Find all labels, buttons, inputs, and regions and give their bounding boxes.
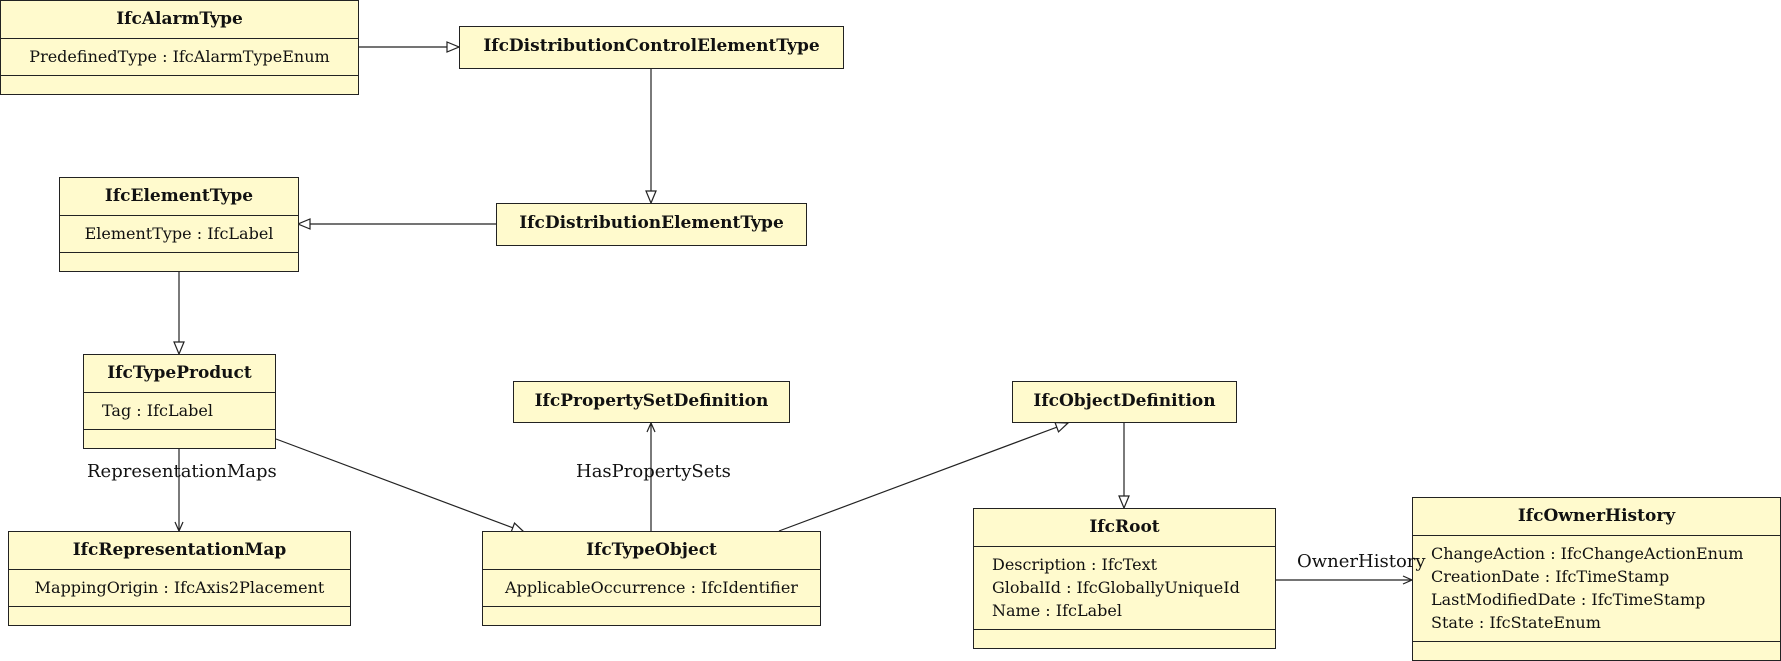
class-name: IfcTypeProduct [107,363,252,383]
attribute: GlobalId : IfcGloballyUniqueId [992,578,1240,597]
attribute: State : IfcStateEnum [1431,613,1601,632]
class-ifc-object-definition: IfcObjectDefinition [1012,381,1237,423]
generalization-typeobject-to-objectdefinition [778,423,1068,532]
class-name: IfcDistributionControlElementType [483,36,820,56]
class-ifc-distribution-element-type: IfcDistributionElementType [496,203,807,246]
operations-compartment [60,252,298,270]
class-ifc-property-set-definition: IfcPropertySetDefinition [513,381,790,423]
attribute: Tag : IfcLabel [84,392,275,429]
class-name: IfcObjectDefinition [1033,391,1216,411]
class-ifc-root: IfcRoot Description : IfcText GlobalId :… [973,508,1276,649]
class-ifc-type-product: IfcTypeProduct Tag : IfcLabel [83,354,276,449]
class-name: IfcPropertySetDefinition [534,391,769,411]
attributes-compartment: Description : IfcText GlobalId : IfcGlob… [974,546,1275,629]
class-name: IfcRoot [1089,517,1160,537]
class-name: IfcAlarmType [116,9,243,29]
generalization-typeproduct-to-typeobject [275,438,524,532]
class-ifc-distribution-control-element-type: IfcDistributionControlElementType [459,26,844,69]
association-label-representation-maps: RepresentationMaps [87,461,277,482]
class-ifc-type-object: IfcTypeObject ApplicableOccurrence : Ifc… [482,531,821,626]
attribute: MappingOrigin : IfcAxis2Placement [9,569,350,606]
operations-compartment [1,75,358,93]
class-ifc-representation-map: IfcRepresentationMap MappingOrigin : Ifc… [8,531,351,626]
class-name: IfcRepresentationMap [72,540,287,560]
attribute: ApplicableOccurrence : IfcIdentifier [483,569,820,606]
operations-compartment [84,429,275,447]
association-label-owner-history: OwnerHistory [1297,551,1426,572]
attribute: PredefinedType : IfcAlarmTypeEnum [1,38,358,75]
attribute: Description : IfcText [992,555,1158,574]
operations-compartment [483,606,820,624]
class-ifc-element-type: IfcElementType ElementType : IfcLabel [59,177,299,272]
attributes-compartment: ChangeAction : IfcChangeActionEnum Creat… [1413,535,1780,641]
association-label-has-property-sets: HasPropertySets [576,461,731,482]
operations-compartment [974,629,1275,647]
attribute: Name : IfcLabel [992,601,1122,620]
attribute: LastModifiedDate : IfcTimeStamp [1431,590,1706,609]
operations-compartment [9,606,350,624]
attribute: ElementType : IfcLabel [60,215,298,252]
class-name: IfcDistributionElementType [519,213,784,233]
class-name: IfcOwnerHistory [1517,506,1676,526]
class-name: IfcElementType [104,186,254,206]
operations-compartment [1413,641,1780,659]
class-ifc-alarm-type: IfcAlarmType PredefinedType : IfcAlarmTy… [0,0,359,95]
attribute: CreationDate : IfcTimeStamp [1431,567,1670,586]
class-ifc-owner-history: IfcOwnerHistory ChangeAction : IfcChange… [1412,497,1781,661]
attribute: ChangeAction : IfcChangeActionEnum [1431,544,1744,563]
class-name: IfcTypeObject [586,540,717,560]
